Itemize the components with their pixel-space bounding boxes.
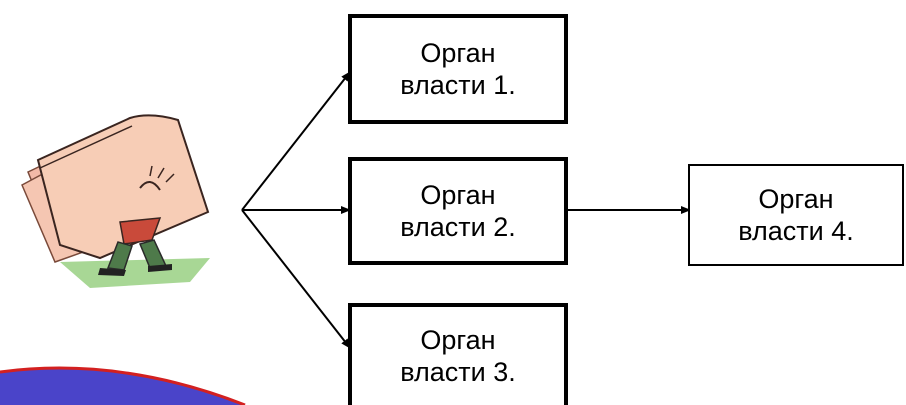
arrow-to-organ-3 bbox=[241, 209, 351, 349]
node-organ-3: Орган власти 3. bbox=[348, 303, 568, 405]
node-organ-1: Орган власти 1. bbox=[348, 14, 568, 124]
connectors bbox=[241, 71, 691, 349]
decorative-swoosh bbox=[0, 366, 246, 405]
node-organ-2: Орган власти 2. bbox=[348, 157, 568, 265]
arrow-to-organ-1 bbox=[241, 71, 351, 211]
person-carrying-folders-icon bbox=[21, 114, 210, 288]
node-organ-4: Орган власти 4. bbox=[688, 164, 904, 266]
